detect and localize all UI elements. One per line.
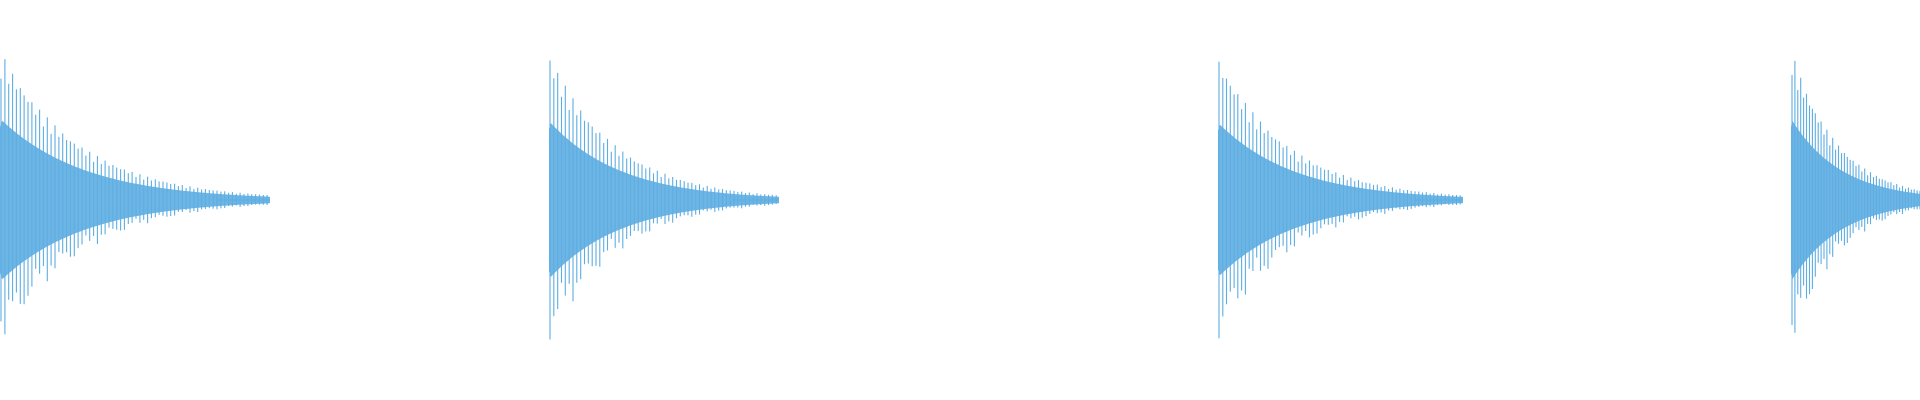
waveform-envelope — [549, 123, 779, 277]
waveform-envelope — [1218, 124, 1463, 276]
waveform-envelope — [0, 120, 270, 280]
waveform-burst-2 — [549, 60, 779, 340]
waveform-burst-4 — [1791, 60, 1920, 333]
waveform-burst-1 — [0, 59, 270, 335]
waveform-burst-3 — [1218, 61, 1463, 339]
